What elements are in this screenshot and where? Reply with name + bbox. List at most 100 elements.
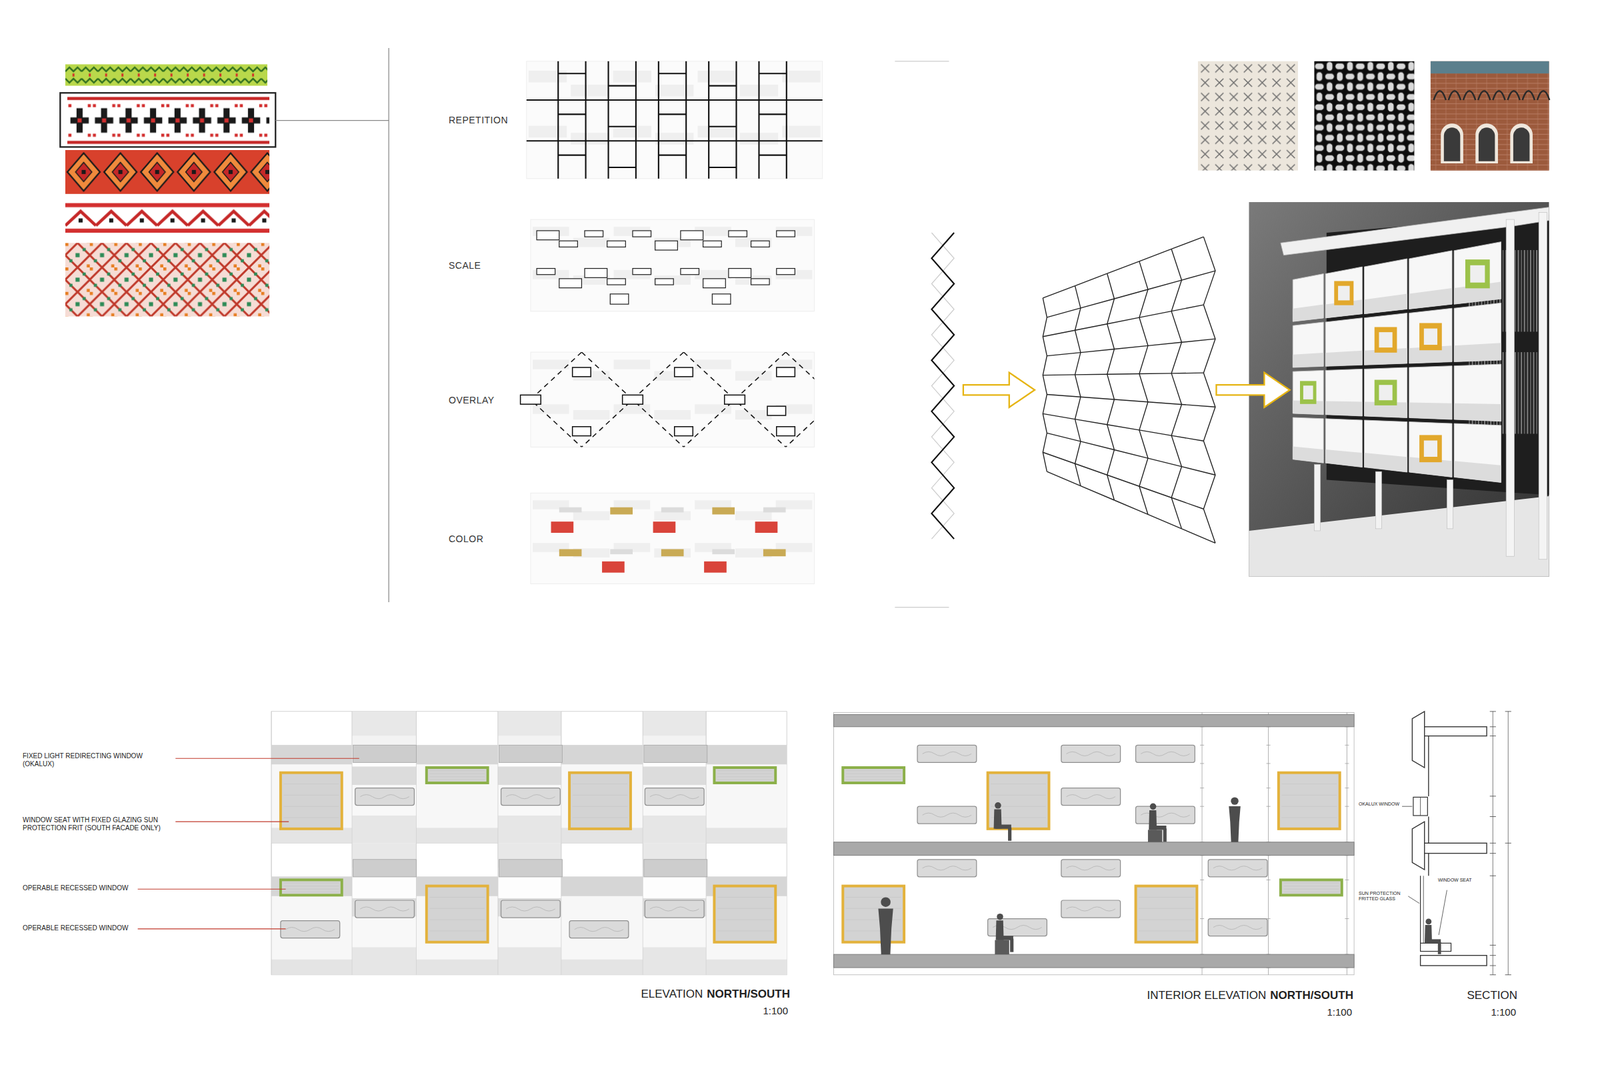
color-window [559, 548, 582, 556]
scale-note: 1:100 [1490, 1006, 1516, 1018]
model-window [1465, 259, 1490, 288]
dimension-tick [1200, 787, 1204, 788]
dimension-tick [1344, 744, 1349, 746]
recessed-window [1208, 918, 1268, 936]
wireframe-line [1042, 452, 1075, 464]
shape [735, 371, 772, 381]
pattern-window [776, 268, 796, 275]
pattern-line [608, 126, 636, 128]
wireframe-line [1080, 486, 1115, 500]
pattern-window [607, 278, 626, 285]
model-panel-shadow [1454, 460, 1501, 482]
window-glazing-mark [360, 906, 409, 911]
pattern-window [584, 230, 604, 237]
shape [698, 126, 736, 138]
pattern-line [526, 99, 823, 101]
window-texture [284, 882, 340, 883]
recessed-window [917, 859, 977, 877]
pattern-panel: OVERLAY [448, 352, 817, 448]
panel-label: SCALE [448, 260, 481, 271]
pattern-window [728, 230, 748, 237]
section-wall [1428, 853, 1429, 876]
pattern-line [635, 61, 637, 179]
window-frame [426, 767, 488, 783]
window-texture [717, 779, 773, 780]
floor-slab [834, 954, 1355, 968]
window-texture [429, 896, 485, 898]
recessed-window [501, 900, 561, 918]
embroidery-band [65, 242, 270, 316]
dimension-tick [1505, 842, 1512, 844]
pattern-window [751, 278, 770, 285]
section-slab [1420, 842, 1487, 853]
window-frame [1136, 886, 1198, 942]
window-glazing-mark [1213, 866, 1262, 870]
model-panel [1364, 367, 1407, 418]
facade-panel [352, 815, 416, 843]
leader-line [138, 888, 286, 890]
dimension-tick [1490, 816, 1496, 817]
dimension-tick [1266, 787, 1270, 788]
shape [654, 275, 691, 285]
leader-line [138, 928, 286, 929]
arched-window-glass [1478, 127, 1495, 162]
facade-panel [498, 916, 562, 947]
recessed-window [1136, 806, 1196, 824]
pattern-window [703, 240, 722, 247]
model-panel [1325, 266, 1362, 318]
window-texture [572, 817, 628, 818]
facade-panel [352, 946, 416, 974]
dimension-tick [1200, 762, 1204, 764]
model-window-glass [1378, 384, 1392, 400]
okalux-window [353, 744, 417, 762]
window-texture [717, 919, 773, 920]
model-panel [1454, 364, 1501, 422]
color-window [661, 548, 684, 556]
bookshelf [1530, 352, 1532, 434]
arched-window [1510, 123, 1533, 164]
drawing-title: NORTH/SOUTH [1270, 988, 1354, 1002]
window-glazing-mark [1066, 866, 1115, 870]
dimension-tick [1344, 762, 1349, 764]
wireframe-line [1148, 458, 1182, 467]
section-callout: OKALUX WINDOW [1358, 801, 1400, 807]
window-frame [426, 886, 488, 942]
pattern-window [655, 240, 678, 250]
wireframe-line [1181, 528, 1216, 543]
model-panel [1364, 313, 1407, 366]
window-texture [846, 919, 902, 920]
facade-panel [352, 784, 416, 816]
wireframe-line [1148, 342, 1182, 346]
shape [613, 126, 652, 138]
facade-panel [642, 946, 706, 974]
window-glazing-mark [922, 751, 972, 756]
dimension-tick [1200, 806, 1204, 807]
facade-panel [498, 946, 562, 974]
leader-line [1402, 806, 1412, 807]
shape [570, 84, 609, 97]
model-panel [1454, 242, 1501, 305]
window-glazing-mark [650, 794, 699, 799]
wireframe-line [1148, 514, 1182, 528]
facade-panel [642, 736, 706, 746]
wireframe-line [1046, 308, 1081, 318]
dimension-tick [1490, 842, 1496, 844]
section-panel [1412, 821, 1424, 870]
window-frame [714, 886, 776, 942]
wireframe-line [1114, 500, 1148, 514]
ghost-facade [530, 219, 815, 312]
recessed-window [917, 806, 977, 824]
window-texture [284, 885, 340, 886]
section-callout: WINDOW SEAT [1437, 877, 1472, 883]
pattern-line [735, 61, 737, 179]
facade-panel [352, 711, 416, 736]
shape [573, 410, 610, 420]
window-frame [842, 767, 904, 783]
window-texture [717, 908, 773, 909]
wireframe-line [1114, 449, 1148, 458]
bookshelf [1502, 250, 1504, 332]
bookshelf [1502, 352, 1504, 434]
model-window-glass [1424, 328, 1438, 345]
dimension-tick [1266, 744, 1270, 746]
divider-line [388, 48, 390, 602]
